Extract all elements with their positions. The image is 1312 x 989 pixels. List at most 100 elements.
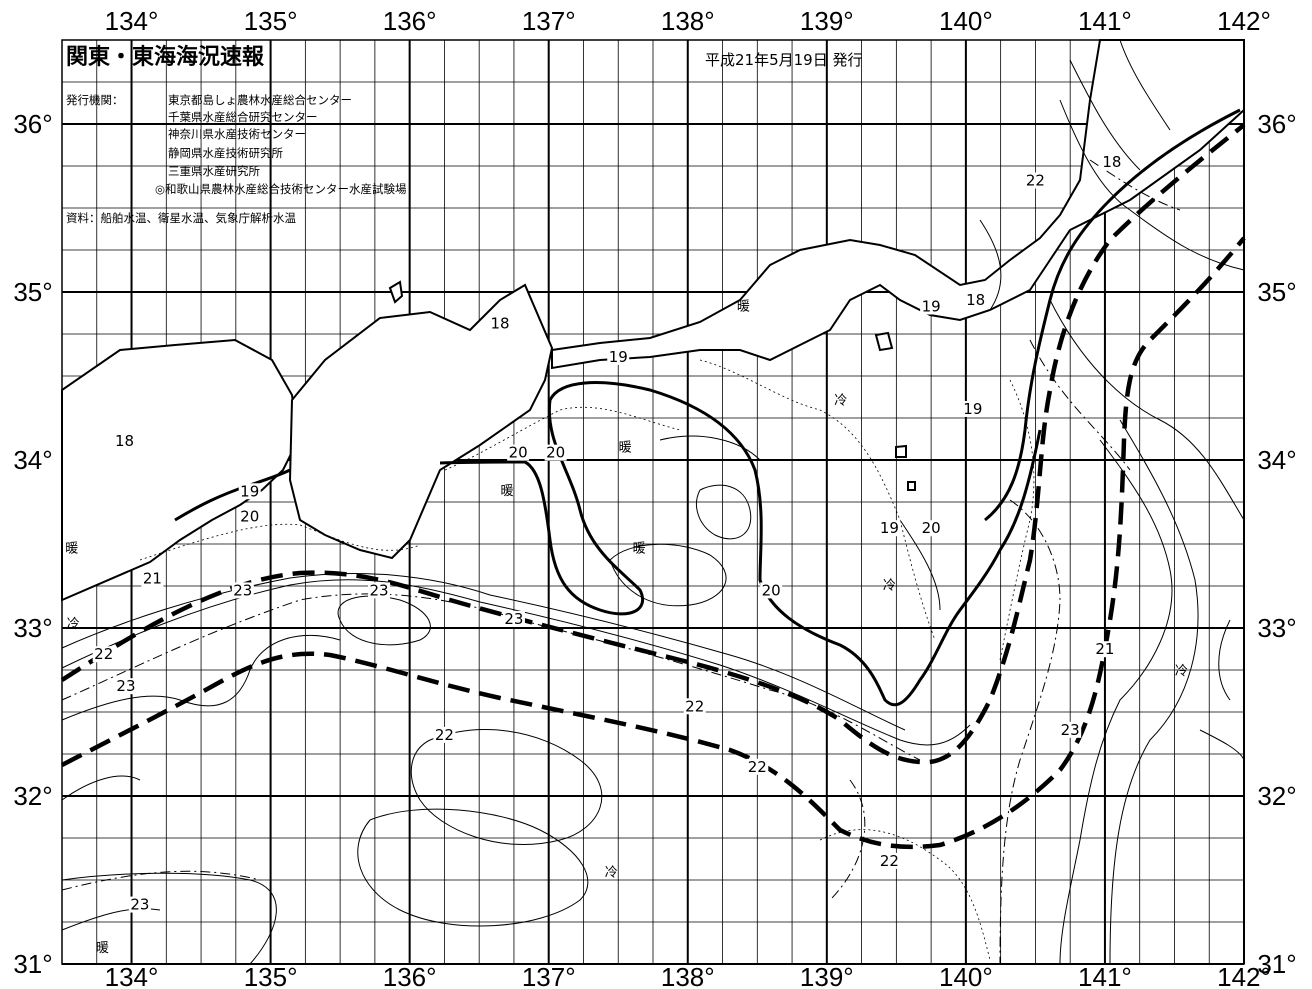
isotherm-line: [659, 435, 761, 461]
isotherm-label: 22: [435, 726, 454, 744]
cold-water-label: 冷: [605, 866, 618, 881]
isotherm-line: [1029, 339, 1131, 471]
lon-label-top: 140°: [939, 6, 993, 36]
isotherm-label-bg: [507, 444, 530, 461]
isotherm-label-bg: [1059, 721, 1082, 738]
land-izu-oshima: [874, 331, 894, 352]
isotherm-line: [609, 543, 727, 607]
lon-label-bottom: 139°: [800, 962, 854, 989]
isotherm-line: [61, 872, 277, 965]
isotherm-label-bg: [878, 852, 901, 869]
isotherm-label-bg: [760, 582, 783, 599]
isotherm-20-line: [984, 108, 1241, 522]
lat-label-left: 36°: [13, 109, 52, 139]
isotherm-label-bg: [878, 520, 901, 537]
isotherm-label: 20: [762, 581, 781, 599]
isotherm-line: [61, 634, 341, 721]
kuroshio-main-axis: [60, 123, 1246, 765]
isotherm-label-bg: [964, 291, 987, 308]
isotherm-label: 19: [609, 348, 628, 366]
map-title: 関東・東海海況速報: [66, 44, 265, 70]
isotherm-line: [1069, 59, 1141, 171]
issuer-2: 千葉県水産総合研究センター: [168, 110, 318, 124]
warm-water-label: 暖: [500, 484, 513, 499]
lon-label-bottom: 134°: [105, 962, 159, 989]
lat-label-right: 31°: [1257, 949, 1296, 979]
isotherm-label: 23: [1061, 721, 1080, 739]
data-sources: 資料：船舶水温、衛星水温、気象庁解析水温: [66, 211, 296, 225]
warm-water-label: 暖: [737, 299, 750, 314]
isotherm-label: 18: [115, 432, 134, 450]
isotherm-label-bg: [1100, 154, 1123, 170]
lat-label-left: 33°: [13, 613, 52, 643]
land-miyake: [895, 444, 907, 458]
isotherm-label: 21: [143, 570, 162, 588]
lon-label-top: 139°: [800, 6, 854, 36]
lat-label-left: 35°: [13, 277, 52, 307]
issuer-3: 神奈川県水産技術センター: [168, 127, 306, 141]
isotherm-line: [696, 484, 752, 540]
isotherm-line: [61, 579, 971, 746]
isotherm-line: [1059, 99, 1245, 271]
lat-label-right: 34°: [1257, 445, 1296, 475]
land-honshu: [61, 338, 300, 602]
land-hachijo: [907, 481, 916, 491]
isotherm-label: 19: [240, 482, 259, 500]
isotherm-label: 20: [922, 519, 941, 537]
isotherm-label: 18: [1102, 153, 1121, 171]
lat-label-right: 32°: [1257, 781, 1296, 811]
isotherm-line: [999, 499, 1061, 965]
isotherm-label: 22: [748, 758, 767, 776]
lat-label-left: 31°: [13, 949, 52, 979]
isotherm-label: 19: [922, 297, 941, 315]
isotherm-line: [357, 808, 589, 927]
lon-label-top: 141°: [1078, 6, 1132, 36]
isotherm-line: [1109, 419, 1199, 965]
isotherm-label: 23: [130, 896, 149, 914]
lat-label-right: 36°: [1257, 109, 1296, 139]
lat-label-right: 35°: [1257, 277, 1296, 307]
issuer-1: 東京都島しょ農林水産総合センター: [168, 93, 352, 107]
isotherm-line: [899, 519, 941, 611]
isotherm-label-bg: [502, 610, 525, 627]
isotherm-line: [410, 729, 603, 845]
isotherm-label-bg: [141, 570, 164, 587]
isotherm-label-bg: [368, 582, 391, 599]
isotherm-line: [829, 779, 866, 901]
isotherm-label-bg: [544, 444, 567, 461]
isotherm-label-bg: [433, 726, 456, 743]
isotherm-label: 22: [94, 645, 113, 663]
isotherm-20-line: [439, 381, 1042, 707]
issuers-label: 発行機関：: [66, 93, 124, 107]
warm-water-label: 暖: [65, 541, 78, 556]
isotherm-label: 19: [963, 400, 982, 418]
isotherm-label-bg: [1093, 641, 1116, 658]
isotherm-label: 22: [880, 852, 899, 870]
isotherm-label: 20: [509, 444, 528, 462]
issuer-6: ◎和歌山県農林水産総合技術センター水産試験場: [155, 182, 407, 196]
isotherm-line: [1199, 729, 1245, 761]
issuer-5: 三重県水産研究所: [168, 164, 260, 178]
isotherm-label-bg: [1024, 172, 1047, 189]
isotherm-label: 22: [685, 697, 704, 715]
cold-water-label: 冷: [883, 578, 896, 593]
coastal-dotted-lines: [139, 359, 1035, 961]
cold-water-label: 冷: [1175, 664, 1188, 679]
warm-water-label: 暖: [96, 941, 109, 956]
cold-water-label: 冷: [834, 394, 847, 409]
isotherm-label-bg: [683, 698, 706, 715]
isotherm-label-bg: [238, 483, 261, 500]
map-labels: 134°135°136°137°138°139°140°141°142°134°…: [13, 6, 1296, 989]
isotherm-label: 19: [880, 519, 899, 537]
isotherm-label: 20: [546, 444, 565, 462]
isotherm-label: 18: [490, 314, 509, 332]
isotherm-label: 21: [1095, 640, 1114, 658]
isotherm-line: [61, 870, 261, 891]
isotherm-label: 18: [966, 291, 985, 309]
isotherm-label-bg: [128, 896, 151, 913]
lat-label-right: 33°: [1257, 613, 1296, 643]
isotherm-label-bg: [113, 432, 136, 449]
isotherm-label-bg: [607, 348, 630, 365]
issuer-4: 静岡県水産技術研究所: [168, 146, 283, 160]
